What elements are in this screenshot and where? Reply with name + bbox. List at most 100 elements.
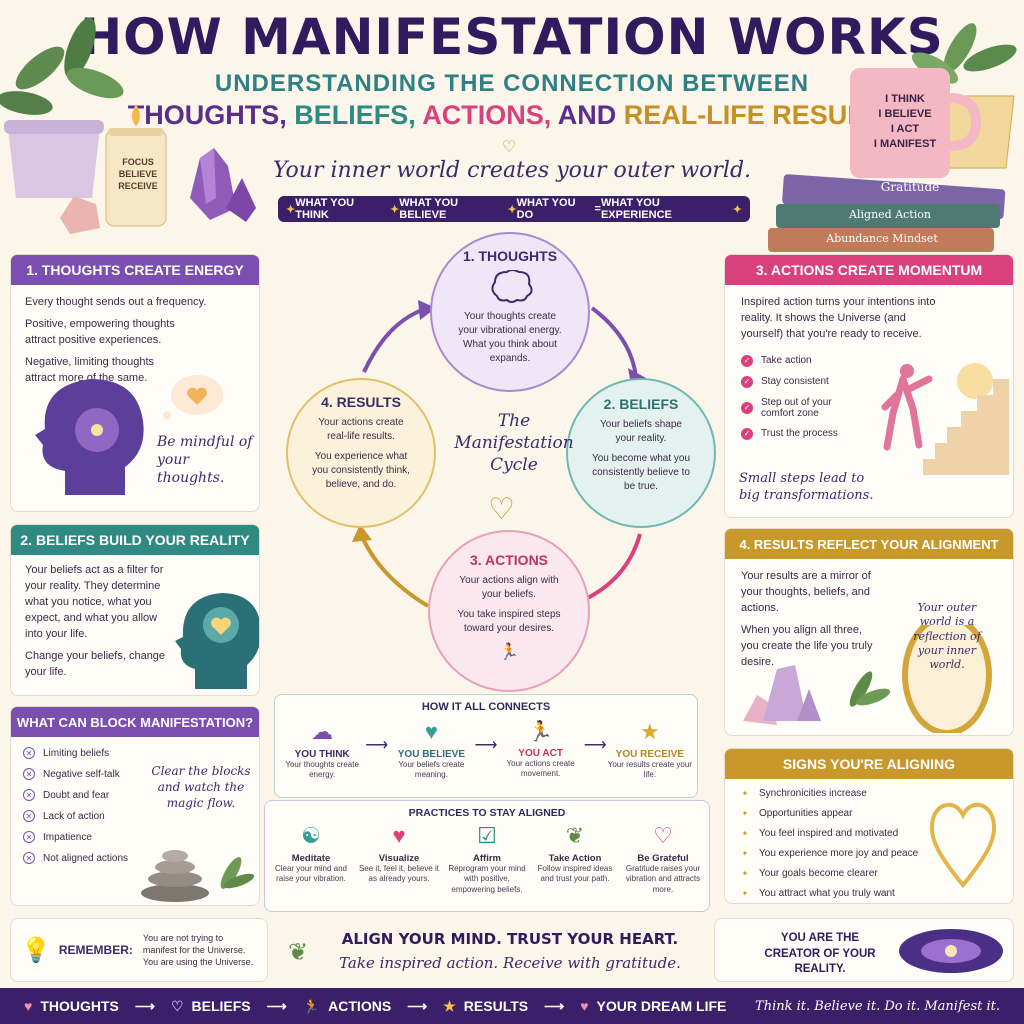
- list-item: ✓Take action: [741, 354, 997, 367]
- sparkle-icon: ✦: [741, 828, 749, 838]
- card-how-it-connects: HOW IT ALL CONNECTS ☁ YOU THINK Your tho…: [274, 694, 698, 798]
- star-icon: ★: [639, 719, 660, 744]
- cycle-text: Your beliefs shape your reality.: [600, 419, 682, 444]
- star-icon: ✦: [390, 203, 400, 216]
- mirror-crystal-icon: [743, 625, 992, 733]
- card-text: Your results are a mirror of your though…: [741, 570, 871, 614]
- x-circle-icon: ✕: [23, 747, 35, 759]
- footer-line2: Take inspired action. Receive with grati…: [339, 954, 681, 972]
- bottom-item-label: BELIEFS: [191, 998, 251, 1014]
- formula-bar: ✦ WHAT YOU THINK ✦ WHAT YOU BELIEVE ✦ WH…: [278, 196, 750, 222]
- lightbulb-icon: 💡: [21, 936, 51, 964]
- list-item: ✓Trust the process: [741, 427, 997, 440]
- candle-icon: [105, 104, 167, 227]
- list-item-label: Take action: [761, 355, 812, 367]
- x-circle-icon: ✕: [23, 831, 35, 843]
- list-item-label: Doubt and fear: [43, 789, 110, 801]
- tagline: Your inner world creates your outer worl…: [272, 158, 752, 183]
- runner-icon: 🏃: [499, 644, 519, 661]
- candle-label: FOCUS BELIEVE RECEIVE: [116, 156, 160, 192]
- star-icon: ✦: [507, 203, 517, 216]
- subtitle-thoughts: THOUGHTS,: [127, 100, 287, 130]
- bottom-item-label: THOUGHTS: [40, 998, 119, 1014]
- formula-item: WHAT YOU THINK: [295, 197, 355, 221]
- meditation-icon: ☯: [301, 823, 321, 848]
- cycle-text: You become what you consistently believe…: [591, 453, 691, 492]
- flow-step-title: YOU ACT: [518, 748, 563, 759]
- mug-icon: [850, 68, 982, 178]
- card-results-reflect-alignment: 4. RESULTS REFLECT YOUR ALIGNMENT Your r…: [724, 528, 1014, 736]
- x-circle-icon: ✕: [23, 789, 35, 801]
- list-item: ✕Not aligned actions: [23, 852, 247, 864]
- decor-plant-candle-crystal: [0, 17, 256, 234]
- book-title: Aligned Action: [849, 208, 931, 221]
- heart-icon: ♡: [170, 997, 184, 1014]
- card-title: 3. ACTIONS CREATE MOMENTUM: [725, 255, 1013, 285]
- brain-icon: ☁: [311, 719, 334, 744]
- practice-text: Gratitude raises your vibration and attr…: [625, 864, 701, 894]
- card-text: When you align all three, you create the…: [741, 623, 873, 668]
- subtitle-actions: ACTIONS,: [422, 100, 552, 130]
- remember-text: You are not trying to manifest for the U…: [142, 932, 254, 968]
- card-signs-aligning: SIGNS YOU'RE ALIGNING ✦Synchronicities i…: [724, 748, 1014, 904]
- check-circle-icon: ✓: [741, 427, 753, 440]
- sparkle-icon: ✦: [741, 848, 749, 858]
- card-beliefs-build-reality: 2. BELIEFS BUILD YOUR REALITY Your belie…: [10, 524, 260, 696]
- practice-text: Clear your mind and raise your vibration…: [274, 864, 348, 884]
- card-text: Change your beliefs, change your life.: [25, 649, 166, 678]
- list-item: ✓Stay consistent: [741, 375, 997, 388]
- card-remember: 💡 REMEMBER: You are not trying to manife…: [10, 918, 268, 982]
- list-item: ✕Lack of action: [23, 810, 247, 822]
- bottom-item: ★RESULTS: [443, 998, 528, 1015]
- list-item-label: Synchronicities increase: [759, 787, 867, 799]
- practice-text: See it, feel it, believe it as already y…: [358, 864, 440, 884]
- list-item-label: You feel inspired and motivated: [759, 827, 899, 839]
- hands-heart-icon: ♡: [653, 823, 673, 848]
- card-actions-create-momentum: 3. ACTIONS CREATE MOMENTUM Inspired acti…: [724, 254, 1014, 518]
- card-note: Clear the blocks and watch the magic flo…: [151, 764, 251, 811]
- stairs-walker-icon: [881, 363, 1009, 475]
- cycle-text: Your actions create real-life results.: [318, 417, 404, 442]
- page-title: HOW MANIFESTATION WORKS: [80, 8, 944, 66]
- section-title: PRACTICES TO STAY ALIGNED: [408, 807, 566, 819]
- cycle-text: You take inspired steps toward your desi…: [457, 609, 561, 634]
- card-text: Positive, empowering thoughts attract po…: [25, 317, 175, 346]
- heart-icon: ♥: [424, 719, 438, 744]
- crystal-icon: [60, 148, 256, 234]
- creator-text: YOU ARE THE CREATOR OF YOUR REALITY.: [764, 932, 876, 976]
- practice-title: Affirm: [473, 853, 501, 864]
- list-item: ✦Opportunities appear: [739, 807, 999, 819]
- practice-meditate: ☯ Meditate Clear your mind and raise you…: [267, 823, 355, 895]
- list-item: ✓Step out of your comfort zone: [741, 397, 861, 419]
- mug-label-line: I MANIFEST: [873, 137, 937, 150]
- runner-icon: 🏃: [302, 997, 321, 1014]
- flow-step-title: YOU BELIEVE: [397, 749, 465, 760]
- golden-heart-icon: [929, 803, 997, 889]
- sparkle-icon: ✦: [741, 868, 749, 878]
- heart-icon: ♥: [24, 998, 33, 1014]
- list-item-label: Not aligned actions: [43, 852, 129, 864]
- bottom-item: ♡ BELIEFS: [171, 998, 251, 1015]
- list-item-label: Limiting beliefs: [43, 747, 110, 759]
- card-note: Small steps lead to big transformations.: [739, 471, 874, 503]
- flow-step-receive: ★ YOU RECEIVE Your results create your l…: [607, 719, 693, 781]
- subtitle-line1: UNDERSTANDING THE CONNECTION BETWEEN: [214, 70, 810, 97]
- arrow-right-icon: ⟶: [266, 997, 287, 1014]
- list-item-label: Impatience: [43, 831, 92, 843]
- check-circle-icon: ✓: [741, 375, 753, 388]
- brain-icon: [491, 270, 533, 303]
- check-circle-icon: ✓: [741, 401, 753, 414]
- cycle-title: 1. THOUGHTS: [462, 248, 558, 264]
- arrow-right-icon: ⟶: [407, 997, 428, 1014]
- mug-label: I THINK I BELIEVE I ACT I MANIFEST: [860, 92, 950, 151]
- flow-step-title: YOU RECEIVE: [615, 749, 685, 760]
- list-item: ✦ You feel inspired and motivated: [739, 827, 999, 839]
- bottom-item: 🏃ACTIONS: [303, 998, 391, 1015]
- card-what-can-block: WHAT CAN BLOCK MANIFESTATION? ✕Limiting …: [10, 706, 260, 906]
- heart-icon: ♥: [392, 823, 406, 848]
- list-item: ✕ Doubt and fear: [23, 789, 247, 801]
- card-title: 2. BELIEFS BUILD YOUR REALITY: [11, 525, 259, 555]
- formula-equals: =: [594, 203, 601, 215]
- footer-line1: ALIGN YOUR MIND. TRUST YOUR HEART.: [341, 930, 679, 948]
- mirror-text: Your outer world is a reflection of your…: [913, 601, 981, 672]
